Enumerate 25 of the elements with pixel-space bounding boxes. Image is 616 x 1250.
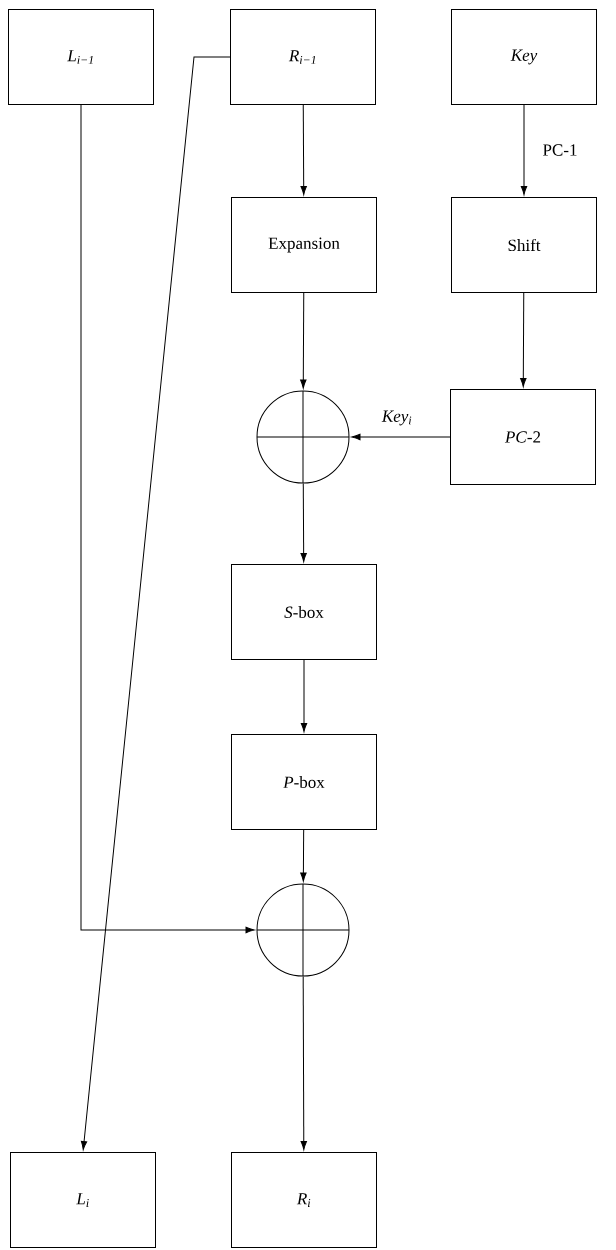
arrow <box>520 292 527 388</box>
arrow <box>351 433 451 441</box>
edge-label: Key$_{i}$ <box>380 409 414 427</box>
process-box: R$_{i−1}$ <box>230 9 376 105</box>
process-box: L$_{i−1}$ <box>8 9 154 105</box>
xor-circle <box>256 883 350 977</box>
process-box: S-box <box>231 564 377 660</box>
process-box: P-box <box>231 734 377 830</box>
process-box: Expansion <box>231 197 377 293</box>
arrow <box>300 659 308 733</box>
arrow <box>300 483 307 563</box>
arrow <box>520 104 528 196</box>
arrow <box>300 829 307 882</box>
edge-label: PC-1 <box>541 143 579 157</box>
xor-circle <box>256 390 350 484</box>
arrow <box>300 976 307 1151</box>
process-box: Key <box>451 9 597 105</box>
process-box: Shift <box>451 197 597 293</box>
arrow <box>300 104 307 196</box>
process-box: L$_{i}$ <box>10 1152 156 1248</box>
arrow <box>300 292 307 389</box>
process-box: PC-2 <box>450 389 596 485</box>
arrow <box>80 104 255 934</box>
arrow <box>80 56 231 1151</box>
process-box: R$_{i}$ <box>231 1152 377 1248</box>
